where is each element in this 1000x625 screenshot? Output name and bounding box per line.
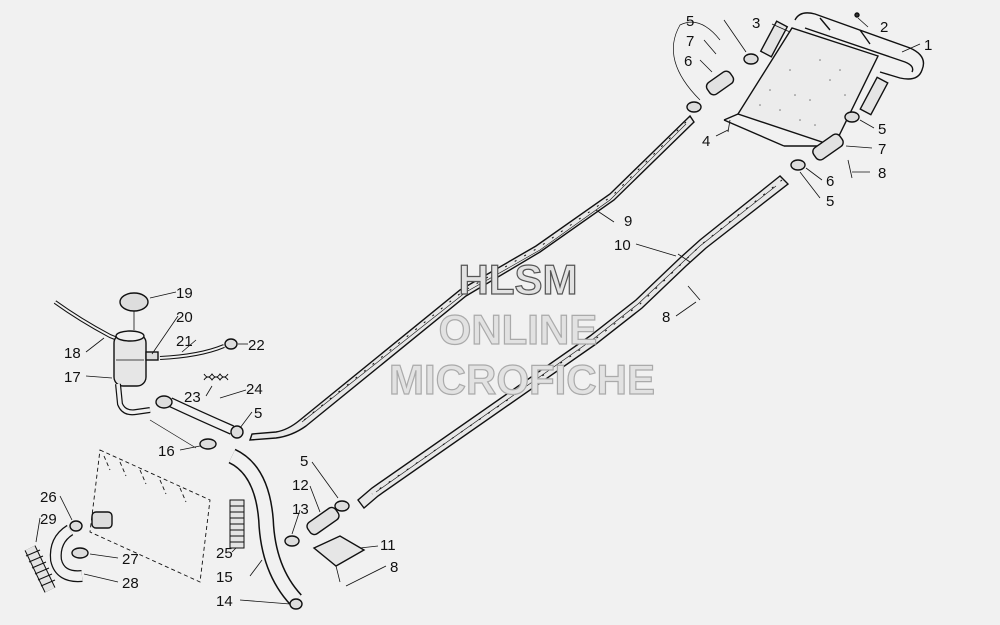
callout-3: 3 [752,15,760,32]
callout-26: 26 [40,489,57,506]
callout-5: 5 [826,193,834,210]
clamp-14 [289,598,303,610]
callout-18: 18 [64,345,81,362]
callout-23: 23 [184,389,201,406]
callout-7: 7 [878,141,886,158]
heat-exchanger-assembly [673,12,925,179]
heat-exchanger-plate [736,27,879,147]
clamp-26 [69,520,83,532]
hose-plug [224,338,238,350]
mounting-bracket-11 [312,535,366,567]
callout-20: 20 [176,309,193,326]
clamp-13 [284,535,300,547]
coupler-hose-upper [705,70,735,96]
rear-bracket [794,12,925,80]
callout-8: 8 [390,559,398,576]
callout-7: 7 [686,33,694,50]
clamp-16 [199,438,217,450]
callout-24: 24 [246,381,263,398]
coupler-hose-lower [812,133,844,161]
callout-13: 13 [292,501,309,518]
clamp-5-lower [334,500,350,512]
clamp-lower-2 [790,159,806,171]
callout-2: 2 [880,19,888,36]
lower-cooling-tube [357,175,790,510]
callout-labels: 1 2 3 4 5 7 6 5 7 6 8 5 9 10 8 19 20 21 … [40,13,932,610]
screw-icon [854,12,860,18]
clamp-upper-2 [686,101,702,113]
upper-cooling-tube [249,114,695,441]
callout-22: 22 [248,337,265,354]
callout-17: 17 [64,369,81,386]
engine-outline [89,449,211,583]
coil-spring-25 [229,499,245,549]
watermark: HLSM ONLINE MICROFICHE [388,255,655,403]
fitting-26 [91,511,113,529]
short-hose-assembly [24,511,113,593]
clamp-upper-1 [743,53,759,65]
callout-10: 10 [614,237,631,254]
clamp-16a [155,395,173,409]
pipe-stub-left [759,20,789,58]
reservoir-cap [119,292,149,312]
callout-21: 21 [176,333,193,350]
callout-4: 4 [702,133,710,150]
clamp-27 [71,547,89,559]
lower-hose-assembly [228,448,303,610]
callout-6: 6 [826,173,834,190]
watermark-line-3: MICROFICHE [389,356,655,403]
lower-connector-assembly [284,500,366,583]
callout-5: 5 [254,405,262,422]
watermark-line-1: HLSM [459,256,578,303]
clamp-lower-1 [844,111,860,123]
callout-5: 5 [686,13,694,30]
callout-8: 8 [662,309,670,326]
callout-14: 14 [216,593,233,610]
callout-9: 9 [624,213,632,230]
callout-5: 5 [300,453,308,470]
coil-spring-23 [203,373,229,381]
connector-12 [306,506,340,536]
callout-19: 19 [176,285,193,302]
callout-8: 8 [878,165,886,182]
coolant-reservoir-assembly [53,292,244,450]
callout-28: 28 [122,575,139,592]
watermark-line-2: ONLINE [439,306,598,353]
bottle-fitting [145,351,159,361]
callout-25: 25 [216,545,233,562]
callout-12: 12 [292,477,309,494]
callout-5: 5 [878,121,886,138]
plate-texture [759,59,846,126]
leader-lines [35,17,921,605]
coil-spring-29 [24,545,56,593]
callout-15: 15 [216,569,233,586]
callout-29: 29 [40,511,57,528]
callout-1: 1 [924,37,932,54]
clamp-5-bottle [230,425,244,439]
callout-27: 27 [122,551,139,568]
callout-6: 6 [684,53,692,70]
callout-11: 11 [380,537,396,554]
pipe-stub-right [859,76,889,116]
callout-16: 16 [158,443,175,460]
